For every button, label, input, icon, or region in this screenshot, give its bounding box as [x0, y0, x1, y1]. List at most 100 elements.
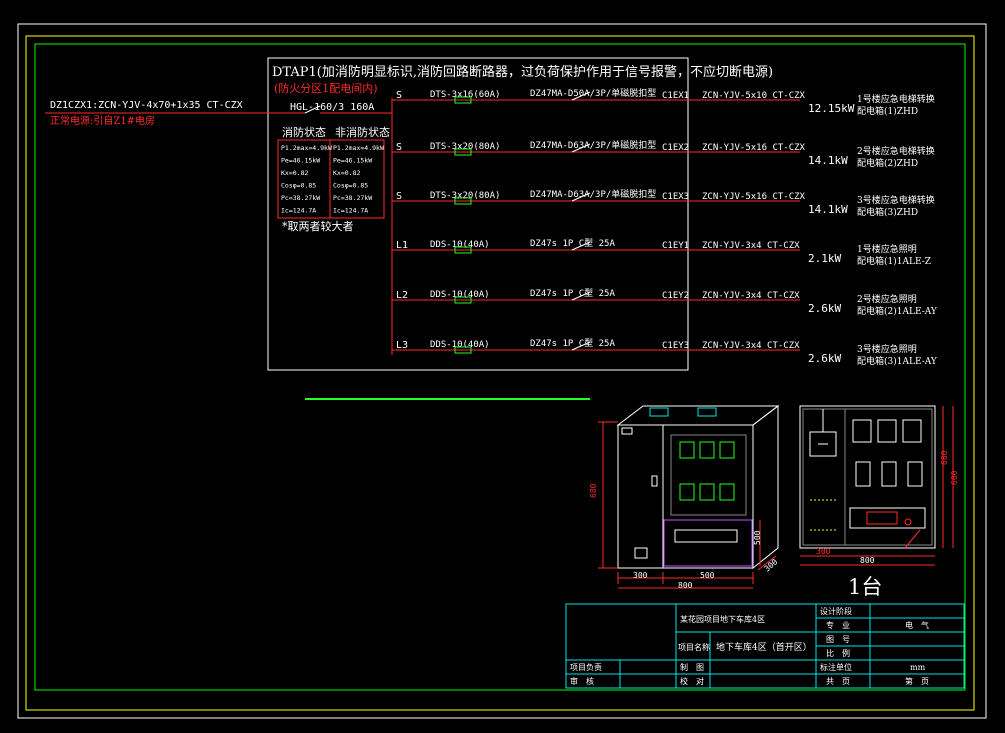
circuit-id: C1EX3 — [662, 192, 689, 202]
tb-check-label: 校 对 — [680, 676, 704, 686]
cabinet-iso-view — [598, 404, 780, 589]
schematic-title: DTAP1(加消防明显标识,消防回路断路器，过负荷保护作用于信号报警，不应切断电… — [272, 64, 773, 80]
yellow-frame — [25, 35, 975, 711]
circuit-breaker: DTS-3x16(60A) — [430, 90, 500, 100]
circuit-cable: ZCN-YJV-5x16 CT-CZX — [702, 192, 806, 202]
circuit-id: C1EX2 — [662, 143, 689, 153]
circuit-phase: L2 — [396, 290, 408, 301]
load-value: Pe=46.15kW — [333, 157, 372, 165]
circuit-dest-box: 配电箱(3)ZHD — [857, 206, 918, 218]
load-note: *取两者较大者 — [282, 219, 354, 233]
load-header-fire: 消防状态 — [282, 125, 326, 139]
outer-frame — [17, 23, 987, 719]
load-value: Kx=0.82 — [281, 169, 308, 177]
circuit-dest: 2号楼应急电梯转换 — [857, 145, 935, 157]
front-dim-300: 300 — [816, 547, 831, 556]
load-value: P1.2max=4.9kW — [281, 144, 332, 152]
tb-stage-label: 设计阶段 — [820, 606, 852, 616]
circuit-cable: ZCN-YJV-5x10 CT-CZX — [702, 91, 806, 101]
tb-date-label: 标注单位 — [820, 662, 852, 672]
circuit-dest-box: 配电箱(1)1ALE-Z — [857, 255, 931, 267]
switch-symbol — [571, 143, 591, 153]
incoming-source: 正常电源:引自Z1#电房 — [50, 114, 155, 127]
circuit-dest: 1号楼应急照明 — [857, 243, 917, 255]
switch-symbol — [571, 341, 591, 351]
circuit-device: DZ47MA-D63A/3P/单磁脱扣型 — [530, 139, 656, 151]
circuit-dest-box: 配电箱(3)1ALE-AY — [857, 355, 938, 367]
load-table-normal — [329, 139, 385, 219]
load-value: Pe=46.15kW — [281, 157, 320, 165]
schematic-subtitle: (防火分区1配电间内) — [274, 81, 378, 95]
breaker-symbol — [454, 197, 472, 205]
tb-scale-label: 比 例 — [826, 648, 850, 658]
circuit-phase: S — [396, 90, 402, 101]
tb-major: 电 气 — [905, 620, 929, 630]
circuit-power: 2.6kW — [808, 302, 841, 315]
load-value: Cosφ=0.85 — [333, 182, 368, 190]
iso-dim-300: 300 — [633, 571, 648, 580]
circuit-id: C1EY1 — [662, 241, 689, 251]
circuit-device: DZ47MA-D63A/3P/单磁脱扣型 — [530, 188, 656, 200]
circuit-id: C1EX1 — [662, 91, 689, 101]
incoming-cable: DZ1CZX1:ZCN-YJV-4x70+1x35 CT-CZX — [50, 100, 243, 111]
iso-dim-500: 500 — [700, 571, 715, 580]
circuit-row: S DTS-3x16(60A) DZ47MA-D50A/3P/单磁脱扣型 C1EX1 Z… — [392, 87, 935, 117]
circuit-cable: ZCN-YJV-3x4 CT-CZX — [702, 291, 800, 301]
front-dim-800: 800 — [860, 556, 875, 565]
circuit-device: DZ47MA-D50A/3P/单磁脱扣型 — [530, 87, 656, 99]
tb-draw-label: 制 图 — [680, 662, 704, 672]
main-switch-label: HGL-160/3 160A — [290, 102, 374, 113]
tb-pm-label: 项目负责 — [570, 662, 602, 672]
breaker-symbol — [454, 346, 472, 354]
switch-symbol — [571, 241, 591, 251]
green-frame — [34, 43, 966, 691]
load-normal-list: P1.2max=4.9kW Pe=46.15kW Kx=0.82Cosφ=0.85P… — [333, 144, 384, 215]
iso-dim-side: 500 — [753, 530, 762, 545]
circuit-dest: 3号楼应急照明 — [857, 343, 917, 355]
circuit-dest: 3号楼应急电梯转换 — [857, 194, 935, 206]
tb-page2-label: 第 页 — [905, 676, 929, 686]
load-value: Pc=38.27kW — [281, 194, 320, 202]
circuit-breaker: DDS-10(40A) — [430, 240, 490, 250]
circuit-cable: ZCN-YJV-3x4 CT-CZX — [702, 341, 800, 351]
load-value: P1.2max=4.9kW — [333, 144, 384, 152]
tb-major-label: 专 业 — [826, 620, 850, 630]
tb-project-label: 项目名称 — [678, 642, 710, 652]
main-switch-symbol — [304, 105, 321, 114]
switch-symbol — [571, 291, 591, 301]
circuit-power: 2.6kW — [808, 352, 841, 365]
tb-drawing-no-label: 图 号 — [826, 635, 850, 644]
breaker-symbol — [454, 148, 472, 156]
load-value: Pc=38.27kW — [333, 194, 372, 202]
circuit-breaker: DTS-3x20(80A) — [430, 191, 500, 201]
tb-page-label: 共 页 — [826, 677, 850, 686]
circuit-id: C1EY3 — [662, 341, 689, 351]
load-header-normal: 非消防状态 — [335, 125, 390, 139]
iso-dim-height: 680 — [589, 483, 598, 498]
tb-date: mm — [910, 663, 926, 672]
circuit-device: DZ47s 1P C型 25A — [530, 238, 615, 249]
circuit-id: C1EY2 — [662, 291, 689, 301]
circuit-cable: ZCN-YJV-5x16 CT-CZX — [702, 143, 806, 153]
circuit-dest: 1号楼应急电梯转换 — [857, 93, 935, 105]
breaker-symbol — [454, 246, 472, 254]
title-block — [565, 603, 965, 689]
iso-dim-depth: 300 — [763, 557, 780, 573]
load-value: Kx=0.82 — [333, 169, 360, 177]
circuit-dest: 2号楼应急照明 — [857, 293, 917, 305]
circuit-dest-box: 配电箱(1)ZHD — [857, 105, 918, 117]
circuit-device: DZ47s 1P C型 25A — [530, 288, 615, 299]
front-dim-h2: 600 — [950, 470, 959, 485]
load-value: Cosφ=0.85 — [281, 182, 316, 190]
tb-project: 某花园项目地下车库4区 — [680, 614, 765, 624]
cabinet-front-view — [799, 405, 954, 566]
circuit-breaker: DTS-3x20(80A) — [430, 142, 500, 152]
tb-area: 地下车库4区（首开区） — [716, 641, 812, 653]
tb-review-label: 审 核 — [570, 676, 594, 686]
